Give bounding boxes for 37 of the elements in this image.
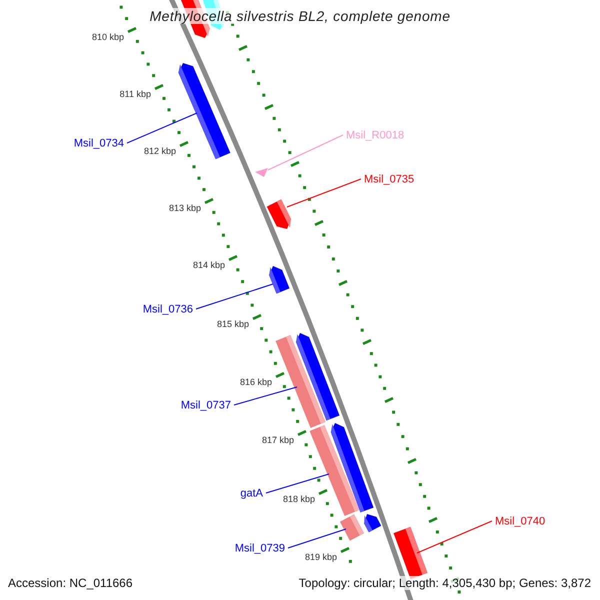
gene-label: Msil_0739 bbox=[234, 542, 285, 556]
gene-feature bbox=[266, 199, 292, 229]
position-label: 810 kbp bbox=[92, 32, 124, 43]
position-label: 818 kbp bbox=[282, 494, 315, 505]
gene-feature bbox=[340, 514, 364, 541]
gene-label: gatA bbox=[240, 488, 263, 500]
gene-feature bbox=[330, 423, 374, 512]
leader-line bbox=[416, 520, 492, 554]
leader-line bbox=[268, 134, 344, 170]
gene-feature bbox=[364, 514, 382, 532]
position-label: 812 kbp bbox=[144, 146, 176, 157]
leader-line bbox=[234, 386, 298, 406]
gene-marker bbox=[255, 168, 268, 177]
leader-line bbox=[126, 112, 198, 144]
gene-label: Msil_0740 bbox=[495, 516, 546, 528]
gene-feature bbox=[269, 266, 290, 294]
gene-label: Msil_R0018 bbox=[346, 130, 404, 142]
title: Methylocella silvestris BL2, complete genome bbox=[148, 8, 452, 24]
position-label: 813 kbp bbox=[168, 203, 201, 214]
position-label: 817 kbp bbox=[262, 435, 294, 446]
position-label: 816 kbp bbox=[240, 377, 272, 388]
leader-line bbox=[266, 474, 330, 494]
gene-label: Msil_0734 bbox=[74, 138, 124, 150]
position-label: 814 kbp bbox=[192, 260, 225, 271]
info-text: Topology: circular; Length: 4,305,430 bp; Genes: 3,872 bbox=[298, 576, 591, 590]
position-label: 819 kbp bbox=[304, 552, 337, 563]
leader-line bbox=[196, 284, 274, 310]
position-label: 811 kbp bbox=[120, 89, 151, 100]
position-label: 815 kbp bbox=[216, 319, 249, 330]
leader-line bbox=[286, 178, 362, 208]
gene-label: Msil_0737 bbox=[180, 400, 231, 412]
gene-label: Msil_0736 bbox=[142, 304, 193, 316]
gene-feature bbox=[178, 63, 230, 160]
info-text: Accession: NC_011666 bbox=[8, 576, 133, 590]
gene-feature bbox=[296, 333, 340, 421]
gene-label: Msil_0735 bbox=[364, 174, 414, 186]
leader-line bbox=[288, 528, 346, 548]
